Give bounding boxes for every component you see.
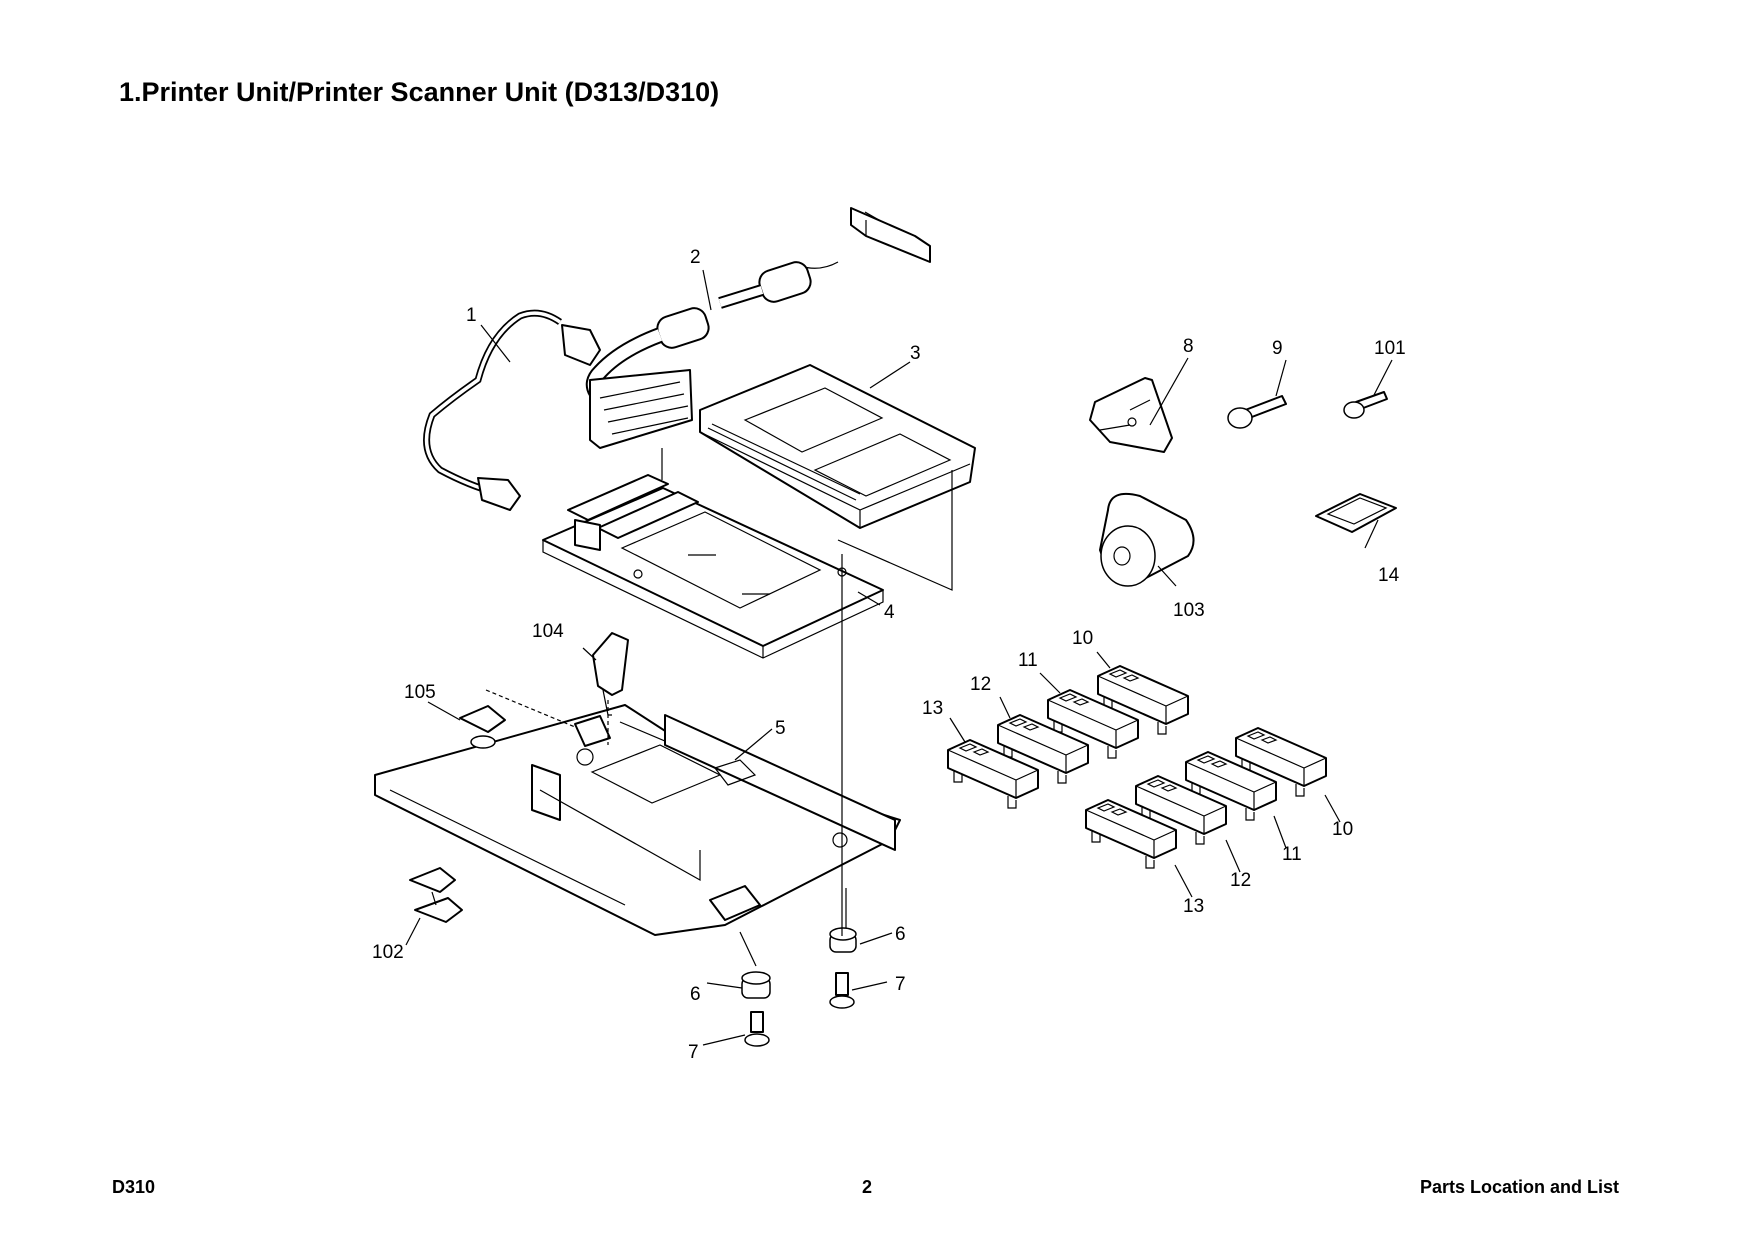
callout-101: 101 xyxy=(1374,338,1406,359)
callout-2: 2 xyxy=(690,247,701,268)
callout-3: 3 xyxy=(910,343,921,364)
callout-10-top: 10 xyxy=(1072,628,1093,649)
part-14-card xyxy=(1315,493,1397,533)
part-5-tray xyxy=(374,704,901,936)
part-7-screw-left xyxy=(744,1011,770,1047)
callout-8: 8 xyxy=(1183,336,1194,357)
callout-10-bottom: 10 xyxy=(1332,819,1353,840)
callout-12-bottom: 12 xyxy=(1230,870,1251,891)
parts-10-13-blocks xyxy=(947,665,1327,869)
callout-11-top: 11 xyxy=(1018,650,1038,671)
callout-7-left: 7 xyxy=(688,1042,699,1063)
callout-102: 102 xyxy=(372,942,404,963)
footer-page-number: 2 xyxy=(862,1177,873,1197)
part-2-harness xyxy=(585,207,931,449)
part-4-pcb xyxy=(542,474,884,659)
block-part xyxy=(1185,751,1277,821)
part-6-spacer-right xyxy=(829,927,857,953)
callout-104: 104 xyxy=(532,621,564,642)
part-103-ferrite xyxy=(1099,492,1195,587)
callout-103: 103 xyxy=(1173,600,1205,621)
part-1-harness xyxy=(423,309,601,511)
block-part xyxy=(997,714,1089,784)
part-104-clip xyxy=(592,632,629,745)
part-105-clip xyxy=(459,705,506,749)
block-part xyxy=(947,739,1039,809)
part-9-screw xyxy=(1227,395,1287,429)
callout-105: 105 xyxy=(404,682,436,703)
footer-model: D310 xyxy=(112,1177,156,1197)
part-101-screw xyxy=(1343,391,1388,419)
footer-section: Parts Location and List xyxy=(1420,1177,1620,1197)
page-title: 1.Printer Unit/Printer Scanner Unit (D31… xyxy=(119,77,720,107)
callout-13-top: 13 xyxy=(922,698,943,719)
leader-lines xyxy=(405,269,1393,1046)
part-102-clip xyxy=(409,867,463,923)
part-3-hdd xyxy=(699,364,976,529)
callout-13-bottom: 13 xyxy=(1183,896,1204,917)
callout-11-bottom: 11 xyxy=(1282,844,1302,865)
part-8-bracket xyxy=(1089,377,1173,453)
part-7-screw-right xyxy=(829,972,855,1009)
callout-5: 5 xyxy=(775,718,786,739)
block-part xyxy=(1097,665,1189,735)
block-part xyxy=(1135,775,1227,845)
part-6-spacer-left xyxy=(741,971,771,999)
callout-9: 9 xyxy=(1272,338,1283,359)
callout-6-left: 6 xyxy=(690,984,701,1005)
callout-1: 1 xyxy=(466,305,477,326)
callout-4: 4 xyxy=(884,602,895,623)
block-part xyxy=(1085,799,1177,869)
callout-6-right: 6 xyxy=(895,924,906,945)
callout-labels: 1 2 3 4 5 6 6 7 7 8 9 101 14 103 10 11 1… xyxy=(372,247,1406,1063)
callout-12-top: 12 xyxy=(970,674,991,695)
block-part xyxy=(1235,727,1327,797)
callout-14: 14 xyxy=(1378,565,1400,586)
callout-7-right: 7 xyxy=(895,974,906,995)
